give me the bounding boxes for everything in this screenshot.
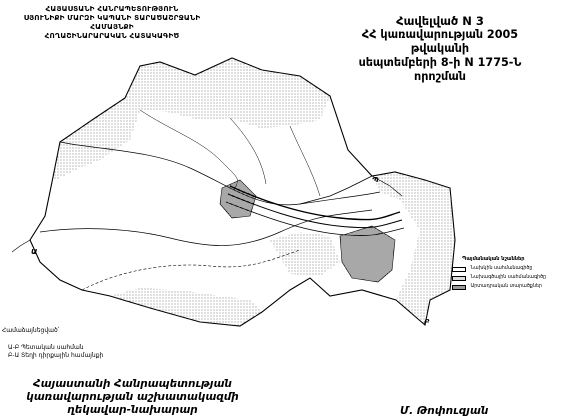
header-left: ՀԱՅԱՍՏԱՆԻ ՀԱՆՐԱՊԵՏՈՒԹՅՈՒՆ ՍՅՈՒՆԻՔԻ ՄԱՐԶԻ… <box>12 4 212 40</box>
stipple-region-south <box>110 288 262 326</box>
industrial-zone <box>339 225 396 283</box>
river-line-3 <box>225 201 405 236</box>
footer-left: Հայաստանի Հանրապետության կառավարության ա… <box>10 378 255 417</box>
contour-line-c <box>289 125 321 197</box>
inner-boundary-2 <box>39 209 373 246</box>
legend-swatch-2 <box>452 275 466 281</box>
footer-left-line1: Հայաստանի Հանրապետության <box>33 378 232 390</box>
footer-left-line2: կառավարության աշխատակազմի <box>26 391 239 403</box>
legend-swatch-1 <box>452 266 466 272</box>
stipple-region-west <box>52 98 140 182</box>
industrial-zone-2 <box>219 179 257 219</box>
stipple-region-center <box>270 232 340 276</box>
stipple-region-east <box>372 172 455 325</box>
decision-date-line: սեպտեմբերի 8-ի N 1775-Ն որոշման <box>358 56 522 83</box>
header-left-line3: ՀՈՂԱՇԻՆԱՐԱՐԱԿԱՆ ՀԱՏԱԿԱԳԻԾ <box>44 31 180 40</box>
legend-label-1: Նախկին սահմանագիծը <box>470 266 533 271</box>
contour-line-b <box>229 117 267 185</box>
map-label-p: Պ <box>372 176 379 184</box>
map-label-a: Ա <box>31 248 38 256</box>
east-spur <box>371 175 403 197</box>
legend-label-3: Արտադրական տարածքներ <box>470 284 542 289</box>
road-line <box>299 175 373 205</box>
west-spur <box>11 239 31 253</box>
approval-note: Համաձայնեցված՝ <box>2 327 60 334</box>
stipple-region-north <box>125 58 330 128</box>
legend-item-1: Նախկին սահմանագիծը <box>452 266 532 274</box>
inner-boundary-1 <box>59 141 381 206</box>
header-right: Հավելված N 3 ՀՀ կառավարության 2005 թվակա… <box>340 14 540 84</box>
legend-title: Պայմանական նշաններ <box>462 256 525 262</box>
river-line-2 <box>227 193 403 229</box>
appendix-title: Հավելված N 3 <box>396 14 484 28</box>
inner-boundary-3 <box>81 249 301 291</box>
river-line-1 <box>229 185 401 221</box>
contour-line-a <box>139 109 238 191</box>
boundary-note-2: Բ-Ա Տեղի դիրքային համայնքի <box>8 352 104 359</box>
legend-item-3: Արտադրական տարածքներ <box>452 284 542 292</box>
boundary-notes: Ա-Բ Պետական սահման Բ-Ա Տեղի դիրքային համ… <box>8 344 103 360</box>
legend-item-2: Նախագծային սահմանագիծը <box>452 275 546 283</box>
legend-label-2: Նախագծային սահմանագիծը <box>470 275 547 280</box>
legend-swatch-3 <box>452 284 466 290</box>
header-left-line1: ՀԱՅԱՍՏԱՆԻ ՀԱՆՐԱՊԵՏՈՒԹՅՈՒՆ <box>45 4 179 13</box>
header-left-line2: ՍՅՈՒՆԻՔԻ ՄԱՐԶԻ ԿԱՊԱՆԻ ՏԱՐԱԾԱՇՐՋԱՆԻ ՀԱՄԱՅ… <box>23 13 201 31</box>
footer-left-line3: ղեկավար-նախարար <box>67 404 198 416</box>
boundary-note-1: Ա-Բ Պետական սահման <box>8 344 84 351</box>
signature-name: Մ. Թոփուզյան <box>400 405 489 417</box>
map-label-b: Բ <box>424 318 430 326</box>
decision-line: ՀՀ կառավարության 2005 թվականի <box>361 28 519 55</box>
